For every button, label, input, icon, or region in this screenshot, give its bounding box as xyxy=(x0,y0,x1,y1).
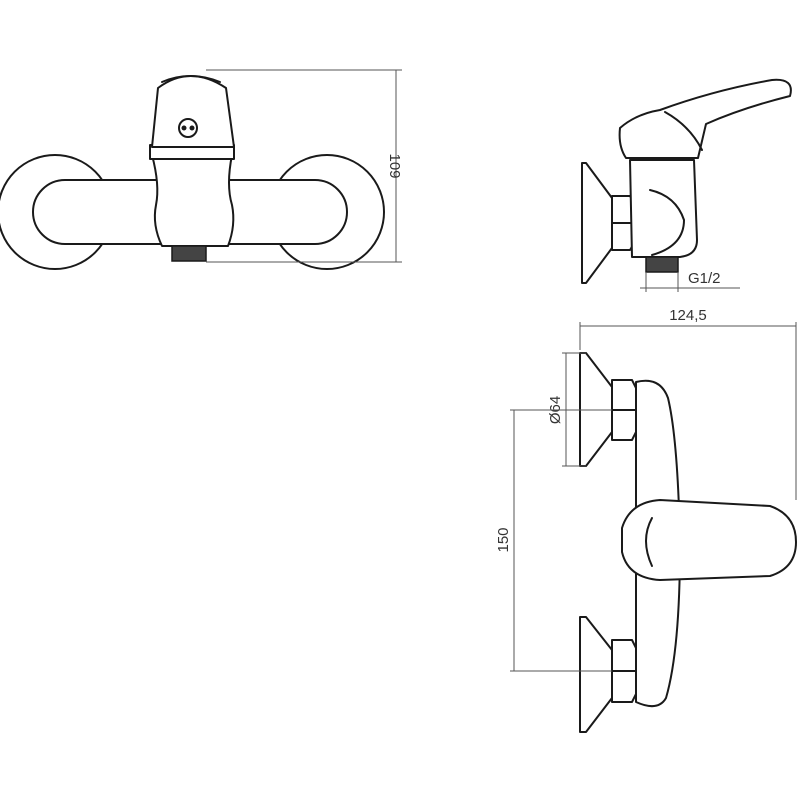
thread-size-label: G1/2 xyxy=(688,270,721,287)
front-view: 109 xyxy=(0,69,403,270)
center-distance-label: 150 xyxy=(495,527,512,552)
dimension-109-label: 109 xyxy=(386,153,403,178)
central-housing xyxy=(151,154,235,247)
lower-wall-plate xyxy=(579,616,613,733)
indicator-dot-left xyxy=(181,125,187,131)
cap-top-edge xyxy=(161,75,221,83)
side-outlet-thread xyxy=(645,256,679,273)
depth-label: 124,5 xyxy=(669,307,707,324)
hot-cold-indicator xyxy=(178,118,198,138)
side-wall-plate xyxy=(581,162,613,284)
top-lever xyxy=(621,499,797,581)
top-lever-contour xyxy=(645,517,653,567)
side-lever-contour xyxy=(664,111,703,151)
outlet-thread xyxy=(171,245,207,262)
indicator-dot-right xyxy=(189,125,195,131)
side-view: G1/2 xyxy=(581,78,792,292)
side-body xyxy=(629,159,698,258)
side-body-contour xyxy=(649,189,685,256)
top-view: 124,5 Ø64 150 xyxy=(495,307,797,733)
side-lever-handle xyxy=(618,78,792,159)
